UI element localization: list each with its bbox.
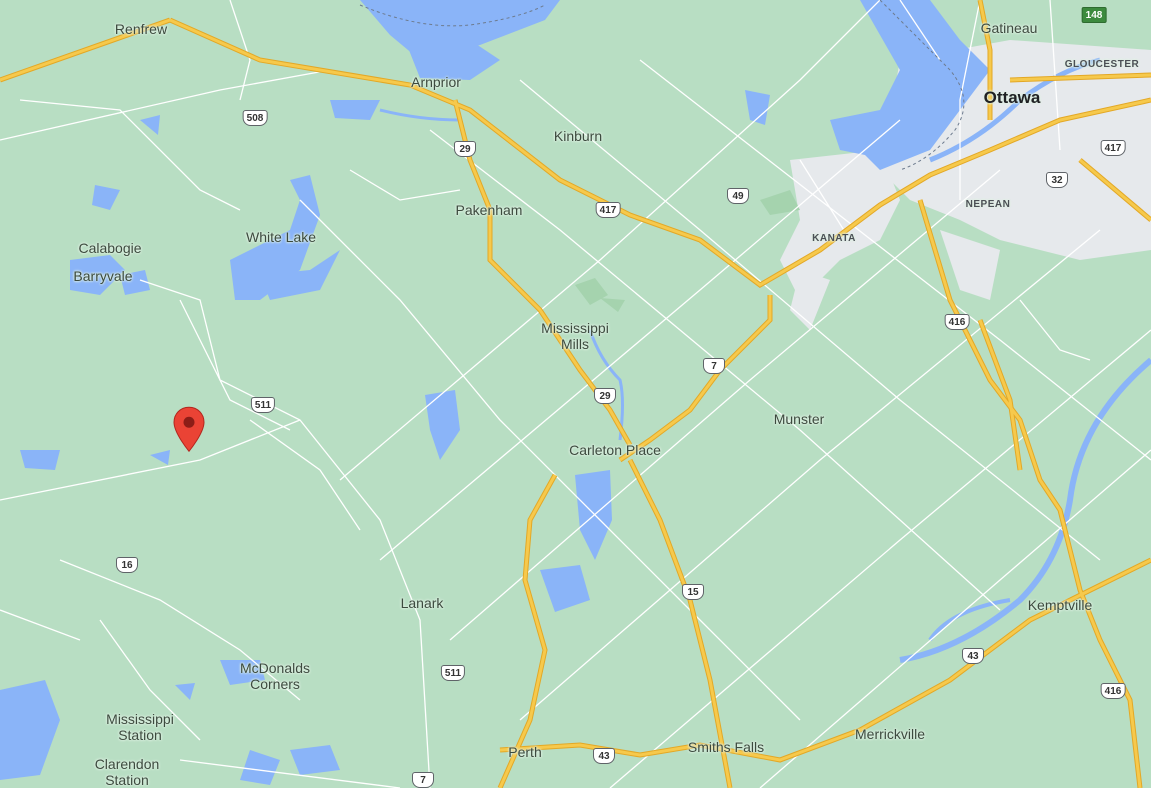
highway-shield-416: 416: [944, 314, 970, 330]
label-calabogie: Calabogie: [78, 240, 142, 256]
highway-shield-7: 7: [703, 358, 725, 374]
label-white-lake: White Lake: [245, 229, 317, 245]
label-kemptville: Kemptville: [1027, 597, 1093, 613]
provincial-border: [359, 4, 546, 27]
label-lanark: Lanark: [400, 595, 444, 611]
highway-shield-29: 29: [454, 141, 476, 157]
label-mississippi-mills: Mississippi Mills: [541, 320, 609, 352]
highway-shield-148: 148: [1081, 7, 1107, 23]
map-pin-icon[interactable]: [172, 406, 206, 453]
label-arnprior: Arnprior: [411, 74, 461, 90]
label-carleton-place: Carleton Place: [569, 442, 661, 458]
label-nepean: NEPEAN: [965, 199, 1011, 210]
label-mississippi-station: Mississippi Station: [106, 711, 174, 743]
label-perth: Perth: [508, 744, 542, 760]
label-barryvale: Barryvale: [73, 268, 133, 284]
highway-shield-417: 417: [595, 202, 621, 218]
label-kinburn: Kinburn: [553, 128, 603, 144]
label-renfrew: Renfrew: [114, 21, 168, 37]
highway-shield-29-south: 29: [594, 388, 616, 404]
label-ottawa: Ottawa: [983, 88, 1041, 107]
label-gloucester: GLOUCESTER: [1064, 59, 1140, 70]
highway-shield-49: 49: [727, 188, 749, 204]
highway-shield-416-south: 416: [1100, 683, 1126, 699]
label-merrickville: Merrickville: [855, 726, 925, 742]
parks: [575, 190, 800, 312]
label-smiths-falls: Smiths Falls: [687, 739, 765, 755]
highway-shield-511: 511: [250, 397, 276, 413]
label-munster: Munster: [773, 411, 825, 427]
label-kanata: KANATA: [812, 233, 856, 244]
highway-shield-7-south: 7: [412, 772, 434, 788]
label-clarendon-station: Clarendon Station: [94, 756, 160, 788]
label-pakenham: Pakenham: [455, 202, 523, 218]
highway-shield-43-west: 43: [593, 748, 615, 764]
highway-shield-15: 15: [682, 584, 704, 600]
highway-shield-32: 32: [1046, 172, 1068, 188]
highway-shield-43: 43: [962, 648, 984, 664]
water-bodies: [0, 0, 990, 785]
provincial-border-east: [879, 0, 965, 171]
label-mcdonalds-corners: McDonalds Corners: [239, 660, 311, 692]
highway-shield-16: 16: [116, 557, 138, 573]
highway-shield-508: 508: [242, 110, 268, 126]
highway-shield-417-east: 417: [1100, 140, 1126, 156]
highway-shield-511-south: 511: [440, 665, 466, 681]
label-gatineau: Gatineau: [980, 20, 1038, 36]
rivers: [379, 57, 1151, 663]
